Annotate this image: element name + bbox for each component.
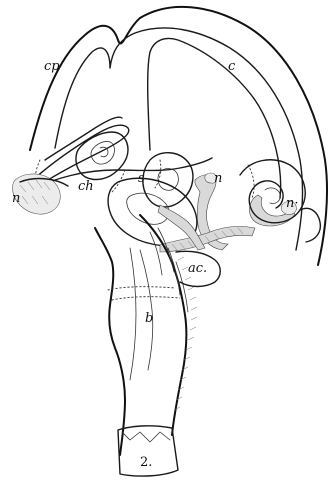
label-s: s: [138, 171, 145, 186]
label-ch: ch: [78, 179, 94, 194]
label-n-right: n·: [286, 196, 299, 211]
label-ac: ac.: [188, 261, 207, 276]
lower-duct: [95, 215, 220, 455]
label-n-left: n: [12, 191, 20, 206]
label-c: c: [228, 59, 236, 74]
label-cp: cp: [44, 59, 60, 74]
left-fringe: [13, 174, 68, 214]
figure-number: 2.: [140, 455, 152, 470]
nerve-branches: [158, 173, 296, 252]
label-n-mid: n: [214, 171, 222, 186]
vestibule-structure: [76, 132, 197, 246]
label-b: b: [145, 311, 153, 326]
